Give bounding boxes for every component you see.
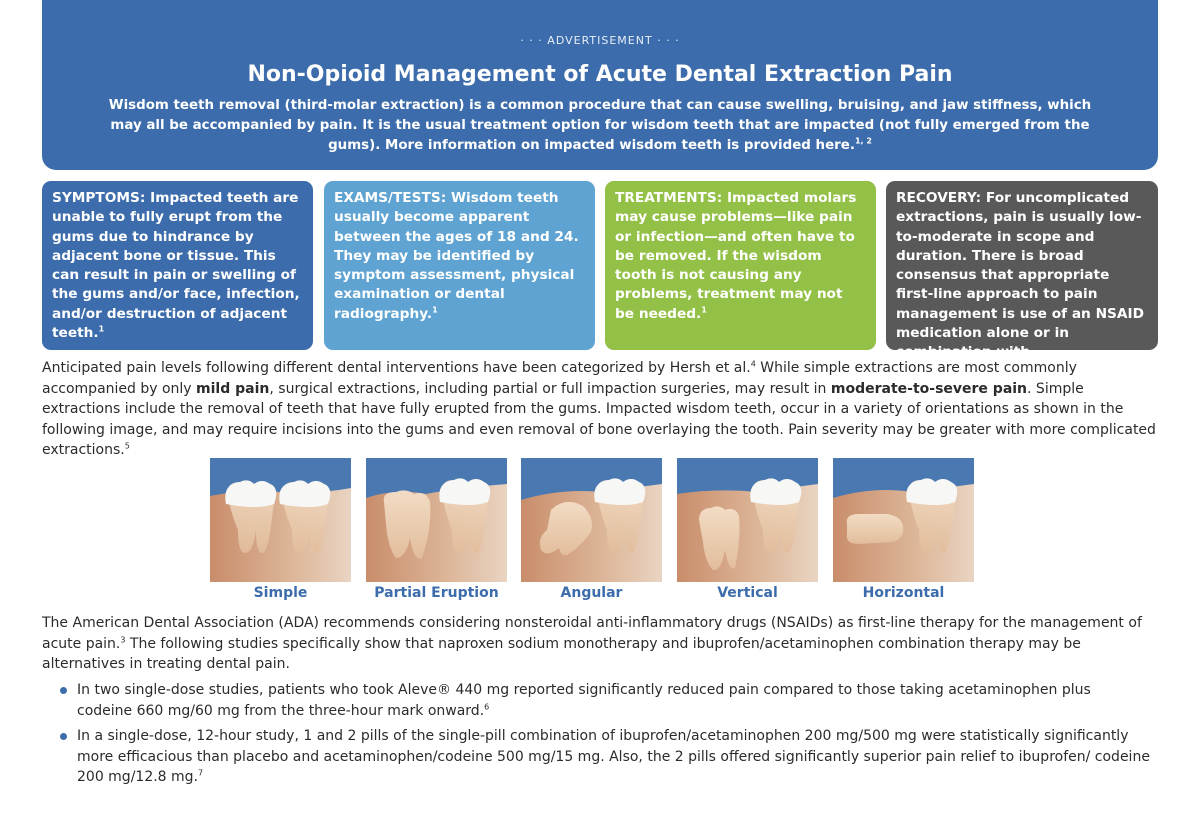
tooth-panel-simple [210,458,351,582]
page-title: Non-Opioid Management of Acute Dental Ex… [247,62,953,87]
bullet-dot-icon [60,687,67,694]
list-item: In a single-dose, 12-hour study, 1 and 2… [60,726,1150,788]
banner-intro-text: Wisdom teeth removal (third-molar extrac… [108,98,1092,153]
bullet-2-text: In a single-dose, 12-hour study, 1 and 2… [77,728,1150,785]
label-angular: Angular [560,585,623,601]
recovery-card-lead: RECOVERY: [896,190,982,206]
tooth-panel-partial-eruption [366,458,507,582]
exams-tests-card-body: Wisdom teeth usually become apparent bet… [334,190,579,322]
label-partial-eruption: Partial Eruption [374,585,499,601]
advertisement-banner: · · · ADVERTISEMENT · · · Non-Opioid Man… [42,0,1158,170]
para1-ref-a: 4 [750,359,756,369]
pain-levels-paragraph: Anticipated pain levels following differ… [42,358,1162,461]
bullet-2-ref: 7 [198,768,204,778]
recovery-card: RECOVERY: For uncomplicated extractions,… [886,181,1158,380]
para1-ref-d: 5 [124,441,130,451]
treatments-card-ref: 1 [701,305,707,315]
exams-tests-card-lead: EXAMS/TESTS: [334,190,447,206]
bullet-1-ref: 6 [484,701,490,711]
mild-pain-emphasis: mild pain [196,380,270,397]
para2-text-a: The American Dental Association (ADA) re… [42,615,1142,652]
exams-tests-card: EXAMS/TESTS: Wisdom teeth usually become… [324,181,595,350]
tooth-panel-vertical [677,458,818,582]
bullet-dot-icon [60,733,67,740]
symptoms-card-lead: SYMPTOMS: [52,190,146,206]
para1-text-a: Anticipated pain levels following differ… [42,360,751,376]
impaction-types-illustration: Simple Partial Eruption Angular [210,458,974,606]
para1-text-b: While simple extractions are most common… [42,360,1077,397]
list-item: In two single-dose studies, patients who… [60,680,1150,721]
para1-text-c: , surgical extractions, including partia… [269,380,831,397]
treatments-card-body: Impacted molars may cause problems—like … [615,190,857,322]
banner-intro: Wisdom teeth removal (third-molar extrac… [102,96,1098,156]
recovery-card-ref: 2, 3 [1020,363,1038,373]
label-horizontal: Horizontal [862,585,945,601]
study-bullet-list: In two single-dose studies, patients who… [60,680,1150,793]
banner-intro-ref: 1, 2 [854,136,872,146]
treatments-card: TREATMENTS: Impacted molars may cause pr… [605,181,876,350]
exams-tests-card-ref: 1 [432,305,438,315]
ada-recommendation-paragraph: The American Dental Association (ADA) re… [42,613,1162,675]
label-simple: Simple [253,585,308,601]
symptoms-card-body: Impacted teeth are unable to fully erupt… [52,190,300,342]
tooth-panel-horizontal [833,458,974,582]
symptoms-card-ref: 1 [98,324,105,334]
tooth-panel-angular [521,458,662,582]
advertisement-label: · · · ADVERTISEMENT · · · [520,34,680,47]
label-vertical: Vertical [717,585,778,601]
treatments-card-lead: TREATMENTS: [615,190,723,206]
bullet-1-text: In two single-dose studies, patients who… [77,682,1091,719]
recovery-card-body: For uncomplicated extractions, pain is u… [896,190,1144,380]
symptoms-card: SYMPTOMS: Impacted teeth are unable to f… [42,181,313,350]
moderate-pain-emphasis: moderate-to-severe pain [830,380,1028,397]
para2-text-b: The following studies specifically show … [42,635,1081,673]
para1-text-d: . Simple extractions include the removal… [42,380,1156,459]
para2-ref-a: 3 [120,634,126,644]
